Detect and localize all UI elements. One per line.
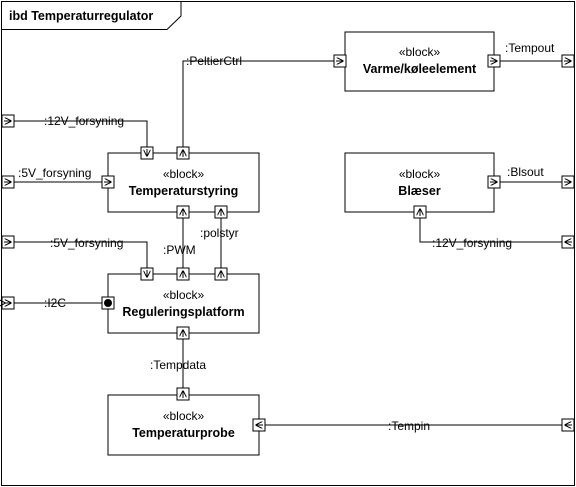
port-platform-5v-in <box>140 267 154 281</box>
block-temperaturprobe: «block» Temperaturprobe <box>107 394 260 456</box>
port-blsout-out <box>561 175 575 189</box>
port-5v-in <box>1 175 15 189</box>
port-probe-tempdata-out <box>176 387 190 401</box>
port-blaeser-12v-in <box>413 205 427 219</box>
port-blaeser-blsout <box>487 175 501 189</box>
connector-lines <box>14 60 568 426</box>
connector-labels: :PeltierCtrl :Tempout :12V_forsyning :5V… <box>18 41 555 433</box>
block-name: Reguleringsplatform <box>122 305 244 319</box>
connector-label-tempin: :Tempin <box>388 419 430 433</box>
block-stereotype: «block» <box>163 167 205 181</box>
port-5v-in-2 <box>1 235 15 249</box>
connector-label-5v-mid: :5V_forsyning <box>50 236 123 250</box>
connector-label-tempdata: :Tempdata <box>150 358 206 372</box>
port-tempin-in <box>561 418 575 432</box>
port-styring-polstyr-out <box>214 205 228 219</box>
port-12v-in-right <box>561 235 575 249</box>
connector-label-polstyr: :polstyr <box>200 226 239 240</box>
frame-title-tab <box>1 1 182 30</box>
port-styring-peltier-out <box>176 146 190 160</box>
block-stereotype: «block» <box>399 167 441 181</box>
port-platform-pwm-out <box>176 267 190 281</box>
connector-label-12v-top: :12V_forsyning <box>44 114 124 128</box>
port-varme-tempout <box>487 54 501 68</box>
connector-label-pwm: :PWM <box>163 243 196 257</box>
port-varme-peltier-in <box>333 54 347 68</box>
connector-label-peltierctrl: :PeltierCtrl <box>186 54 242 68</box>
block-blaeser: «block» Blæser <box>344 152 495 213</box>
block-stereotype: «block» <box>163 288 205 302</box>
port-styring-5v-in <box>101 175 115 189</box>
connector-label-12v-right: :12V_forsyning <box>432 236 512 250</box>
port-12v-in <box>1 114 15 128</box>
port-platform-polstyr-out <box>214 267 228 281</box>
block-varme: «block» Varme/køleelement <box>344 31 495 92</box>
block-name: Temperaturstyring <box>129 184 239 198</box>
port-platform-tempdata-in <box>176 326 190 340</box>
connector-label-i2c: :I2C <box>44 296 66 310</box>
block-stereotype: «block» <box>163 409 205 423</box>
connector-label-5v-top: :5V_forsyning <box>18 166 91 180</box>
port-tempout-out <box>561 54 575 68</box>
port-probe-tempin-in <box>252 418 266 432</box>
port-i2c-bidir <box>2 296 15 310</box>
block-name: Temperaturprobe <box>132 426 235 440</box>
port-platform-i2c <box>101 296 115 310</box>
connector-label-tempout: :Tempout <box>505 41 555 55</box>
port-styring-12v-in <box>140 146 154 160</box>
ports <box>1 54 575 432</box>
block-stereotype: «block» <box>399 45 441 59</box>
block-name: Varme/køleelement <box>363 62 477 76</box>
block-reguleringsplatform: «block» Reguleringsplatform <box>107 273 260 334</box>
block-name: Blæser <box>398 184 441 198</box>
port-styring-pwm-out <box>176 205 190 219</box>
connector-label-blsout: :Blsout <box>507 165 544 179</box>
block-temperaturstyring: «block» Temperaturstyring <box>107 152 260 213</box>
frame-title: ibd Temperaturregulator <box>9 9 153 23</box>
